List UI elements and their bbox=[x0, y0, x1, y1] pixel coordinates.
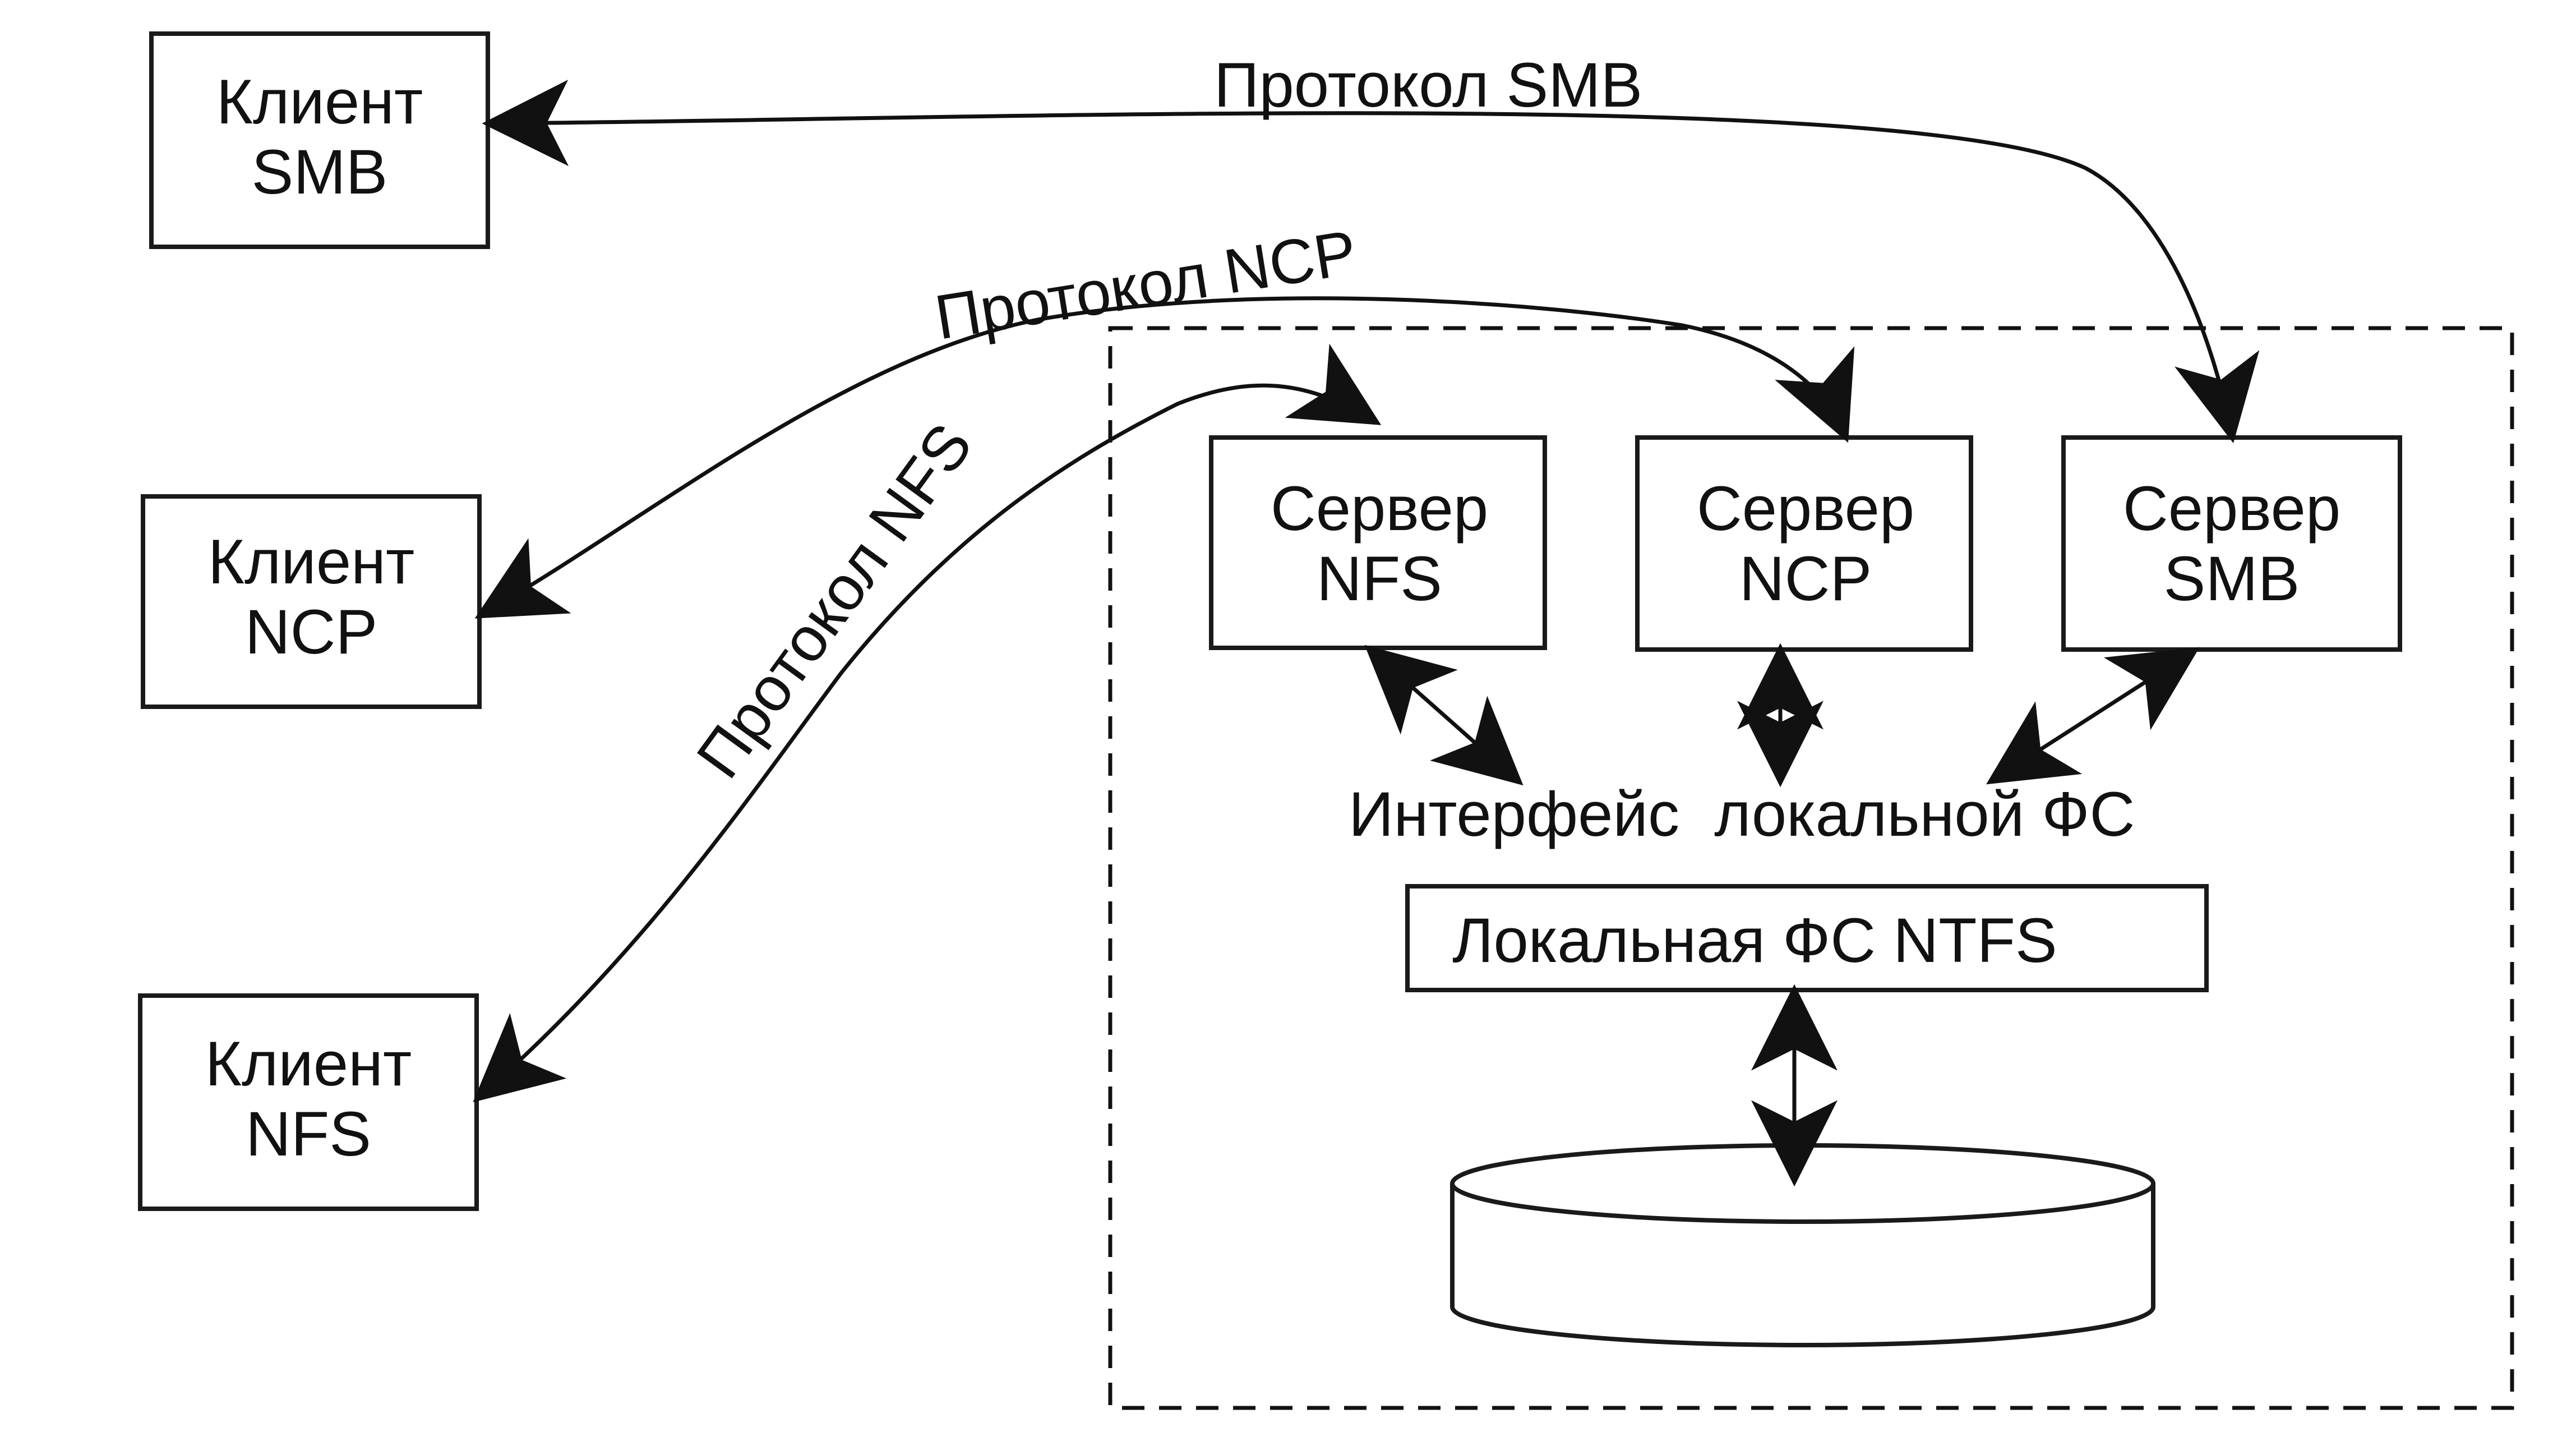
local-fs-interface-label: Интерфейс локальной ФС bbox=[1349, 779, 2135, 849]
server-smb-label-line2: SMB bbox=[2164, 544, 2300, 614]
client-nfs-label-line2: NFS bbox=[246, 1099, 371, 1169]
server-ncp-box: Сервер NCP bbox=[1635, 435, 1973, 652]
client-smb-box: Клиент SMB bbox=[149, 31, 490, 249]
protocol-ncp-label: Протокол NCP bbox=[930, 217, 1361, 353]
client-ncp-label-line1: Клиент bbox=[208, 527, 415, 597]
client-ncp-label-line2: NCP bbox=[245, 597, 377, 667]
local-fs-ntfs-label: Локальная ФС NTFS bbox=[1452, 905, 2057, 975]
disk-storage-icon bbox=[1450, 1143, 2155, 1347]
server-nfs-box: Сервер NFS bbox=[1209, 435, 1547, 650]
server-smb-label-line1: Сервер bbox=[2123, 473, 2340, 544]
server-smb-box: Сервер SMB bbox=[2061, 435, 2402, 652]
protocol-nfs-label: Протокол NFS bbox=[683, 411, 985, 791]
arrow-server-nfs-to-interface bbox=[1364, 644, 1524, 786]
client-smb-label-line1: Клиент bbox=[216, 67, 423, 137]
protocol-smb-label: Протокол SMB bbox=[1214, 50, 1642, 120]
arrow-protocol-smb bbox=[482, 80, 2260, 444]
server-ncp-label-line1: Сервер bbox=[1697, 473, 1914, 544]
local-fs-ntfs-box: Локальная ФС NTFS bbox=[1405, 884, 2209, 992]
server-nfs-label-line2: NFS bbox=[1317, 544, 1442, 614]
arrow-server-smb-to-interface bbox=[1986, 647, 2200, 785]
server-nfs-label-line1: Сервер bbox=[1271, 473, 1488, 544]
server-ncp-label-line2: NCP bbox=[1739, 544, 1872, 614]
arrow-protocol-nfs bbox=[473, 343, 1382, 1103]
client-ncp-box: Клиент NCP bbox=[141, 494, 482, 709]
client-nfs-box: Клиент NFS bbox=[138, 993, 479, 1211]
client-smb-label-line2: SMB bbox=[252, 137, 388, 207]
client-nfs-label-line1: Клиент bbox=[205, 1029, 412, 1099]
